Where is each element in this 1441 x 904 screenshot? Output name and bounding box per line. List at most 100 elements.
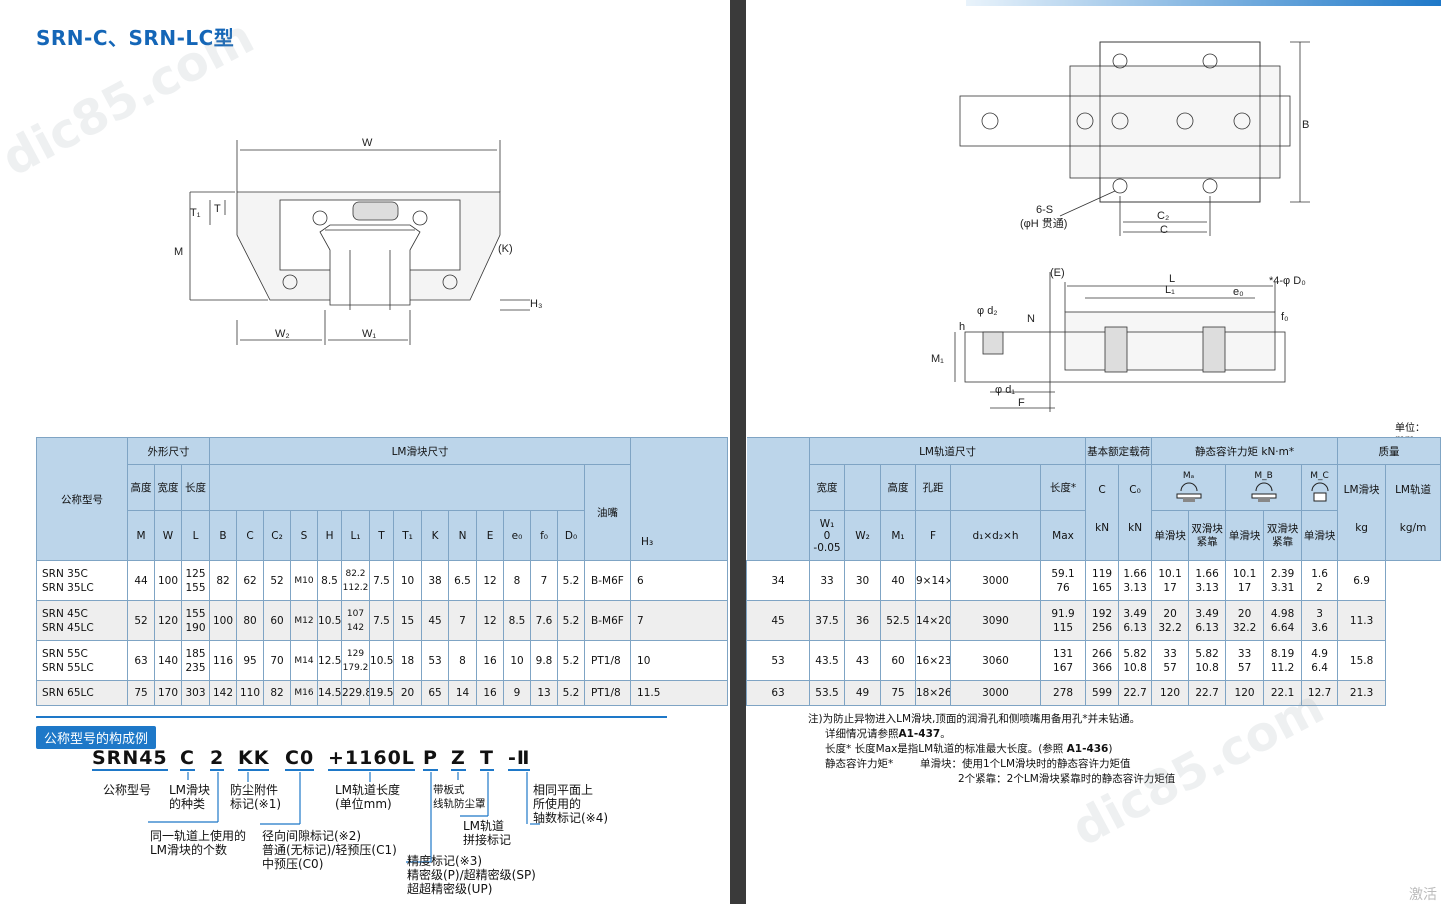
col-W2: W₂ bbox=[844, 510, 881, 561]
mb-icon bbox=[1251, 482, 1277, 502]
legend-clearance: 径向间隙标记(※2)普通(无标记)/轻预压(C1)中预压(C0) bbox=[262, 829, 397, 871]
col-B: B bbox=[209, 510, 238, 561]
legend-rail-length: LM轨道长度(单位mm) bbox=[335, 783, 401, 811]
cell-N: 14 bbox=[448, 680, 478, 706]
col-mc: M_C bbox=[1301, 464, 1339, 511]
cell-C: 95 bbox=[236, 640, 265, 681]
dim-B: B bbox=[1302, 119, 1309, 131]
cell-E: 16 bbox=[476, 680, 505, 706]
cell-max: 3090 bbox=[950, 600, 1041, 641]
cell-oil: PT1/8 bbox=[584, 640, 632, 681]
notes-block: 注)为防止异物进入LM滑块,顶面的润滑孔和侧喷嘴用备用孔*并未钻通。 详细情况请… bbox=[808, 712, 1175, 787]
cell-block: 12.7 bbox=[1301, 680, 1339, 706]
col-rail-mass: LM轨道 bbox=[1395, 484, 1431, 496]
col-T1: T₁ bbox=[393, 510, 423, 561]
code-3: KK bbox=[238, 747, 270, 771]
cell-rail: 11.3 bbox=[1337, 600, 1387, 641]
cell-max: 3000 bbox=[950, 680, 1041, 706]
cell-mc: 22.1 bbox=[1263, 680, 1303, 706]
col-mb-double: 双滑块紧靠 bbox=[1263, 510, 1303, 561]
legend-type: LM滑块的种类 bbox=[169, 783, 211, 811]
cell-B: 100 bbox=[209, 600, 238, 641]
col-pitch: 孔距 bbox=[915, 464, 951, 511]
col-rail-length: 长度* bbox=[1039, 464, 1087, 511]
book-spine bbox=[730, 0, 746, 904]
cell-L1: 229.8 bbox=[341, 680, 371, 706]
cell-M: 44 bbox=[127, 560, 155, 601]
col-C2: C₂ bbox=[263, 510, 292, 561]
cell-C2: 70 bbox=[263, 640, 292, 681]
cell-K: 45 bbox=[421, 600, 450, 641]
cell-M1: 49 bbox=[844, 680, 881, 706]
col-K: K bbox=[421, 510, 450, 561]
cell-D0: 5.2 bbox=[557, 600, 586, 641]
col-H: H bbox=[317, 510, 343, 561]
dim-H3: H₃ bbox=[530, 298, 542, 310]
cell-f0: 9.8 bbox=[530, 640, 559, 681]
col-width: 宽度 bbox=[154, 464, 182, 511]
cell-F: 75 bbox=[880, 680, 916, 706]
col-c-unit: kN bbox=[1095, 522, 1110, 534]
table-row: 343330409×14×12300059.1761191651.663.131… bbox=[746, 560, 1441, 601]
cell-max: 3060 bbox=[950, 640, 1041, 681]
cell-T1: 15 bbox=[393, 600, 423, 641]
cell-M1: 43 bbox=[844, 640, 881, 681]
col-outer: 外形尺寸 bbox=[126, 437, 211, 465]
dim-M1: M₁ bbox=[931, 353, 944, 365]
dim-d2: φ d₂ bbox=[977, 305, 998, 317]
dim-phi-H: (φH 贯通) bbox=[1020, 217, 1067, 230]
cell-M1: 30 bbox=[844, 560, 881, 601]
dim-N: N bbox=[1027, 313, 1035, 325]
cell-mb1: 22.7 bbox=[1188, 680, 1227, 706]
side-view-drawing: (E) L L₁ *4-φ D₀ e₀ f₀ φ d₂ N h M₁ φ d₁ … bbox=[931, 267, 1306, 412]
cell-H3: 6 bbox=[630, 560, 728, 601]
cell-F: 40 bbox=[880, 560, 916, 601]
cell-max: 3000 bbox=[950, 560, 1041, 601]
cell-C: 110 bbox=[236, 680, 265, 706]
cell-F: 60 bbox=[880, 640, 916, 681]
cell-K: 53 bbox=[421, 640, 450, 681]
legend-axis: 相同平面上所使用的轴数标记(※4) bbox=[533, 783, 609, 825]
cell-f0: 7.6 bbox=[530, 600, 559, 641]
cell-ma2: 120 bbox=[1151, 680, 1190, 706]
cell-W2: 43.5 bbox=[809, 640, 845, 681]
cell-H3: 10 bbox=[630, 640, 728, 681]
legend-cover: 带板式线轨防尘罩 bbox=[433, 784, 486, 810]
front-view-drawing: W T₁ T M (K) H₃ W₂ W₁ bbox=[174, 137, 542, 345]
cell-E: 12 bbox=[476, 600, 505, 641]
table-row: 6353.5497518×26×22300027859922.712022.71… bbox=[746, 680, 1441, 706]
code-part-model: SRN45 bbox=[92, 747, 168, 771]
page-title: SRN-C、SRN-LC型 bbox=[36, 26, 235, 50]
cell-W1: 63 bbox=[746, 680, 810, 706]
cell-C2: 82 bbox=[263, 680, 292, 706]
dim-M: M bbox=[174, 246, 183, 258]
cell-oil: PT1/8 bbox=[584, 680, 632, 706]
cell-M: 63 bbox=[127, 640, 155, 681]
cell-S: M12 bbox=[290, 600, 319, 641]
dim-W2: W₂ bbox=[275, 328, 290, 340]
cell-H: 14.5 bbox=[317, 680, 343, 706]
cell-M: 75 bbox=[127, 680, 155, 706]
col-mb-single: 单滑块 bbox=[1225, 510, 1265, 561]
note-line-2: 详细情况请参照A1-437。 bbox=[825, 728, 951, 740]
cell-T: 10.5 bbox=[369, 640, 395, 681]
cell-S: M16 bbox=[290, 680, 319, 706]
dim-e0: e₀ bbox=[1233, 286, 1244, 298]
cell-E: 16 bbox=[476, 640, 505, 681]
cell-W1: 45 bbox=[746, 600, 810, 641]
cell-W2: 53.5 bbox=[809, 680, 845, 706]
